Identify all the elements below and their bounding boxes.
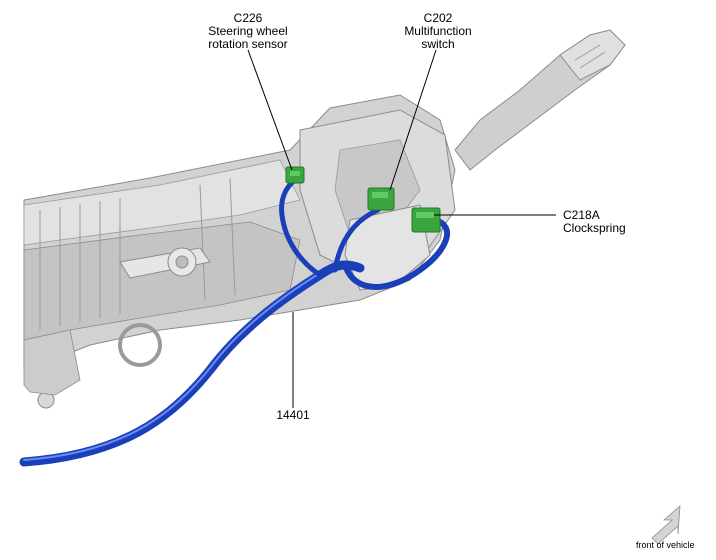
harness-branch-c226 [279, 177, 323, 278]
stalk-detail-2 [579, 51, 606, 69]
lower-pivot [118, 323, 162, 367]
connector-c202 [367, 187, 395, 211]
label-harness-14401: 14401 [270, 409, 316, 422]
connector-c226 [285, 166, 305, 184]
connector-c218a [411, 207, 441, 233]
label-c202-line2: switch [421, 37, 455, 51]
label-c226: C226 Steering wheel rotation sensor [188, 12, 308, 51]
label-c218a-line1: Clockspring [563, 221, 626, 235]
label-c226-code: C226 [233, 11, 263, 25]
stalk-detail [574, 44, 601, 61]
label-c202: C202 Multifunction switch [388, 12, 488, 51]
label-c226-line2: rotation sensor [208, 37, 288, 51]
steering-column-assembly [23, 29, 626, 409]
lower-mount [23, 329, 81, 396]
label-c202-line1: Multifunction [404, 24, 472, 38]
front-of-vehicle-label: front of vehicle [636, 540, 695, 550]
label-c202-code: C202 [423, 11, 453, 25]
stalk-tip [559, 29, 626, 81]
bracket-bolt-hole [175, 255, 189, 269]
label-c218a-code: C218A [563, 208, 600, 222]
front-of-vehicle-arrow-icon [651, 505, 681, 545]
label-c218a: C218A Clockspring [563, 209, 626, 235]
leader-c226 [247, 49, 293, 171]
harness-main-highlight [23, 272, 321, 461]
column-shroud-top [23, 159, 301, 246]
harness-branch-c202 [332, 207, 381, 273]
harness-main-trunk [19, 260, 365, 467]
label-harness-code: 14401 [276, 408, 310, 422]
leader-c202 [389, 49, 437, 191]
column-ribs [39, 177, 236, 330]
wiring-harness-14401 [19, 177, 451, 467]
leader-lines [247, 49, 556, 408]
label-c226-line1: Steering wheel [208, 24, 288, 38]
